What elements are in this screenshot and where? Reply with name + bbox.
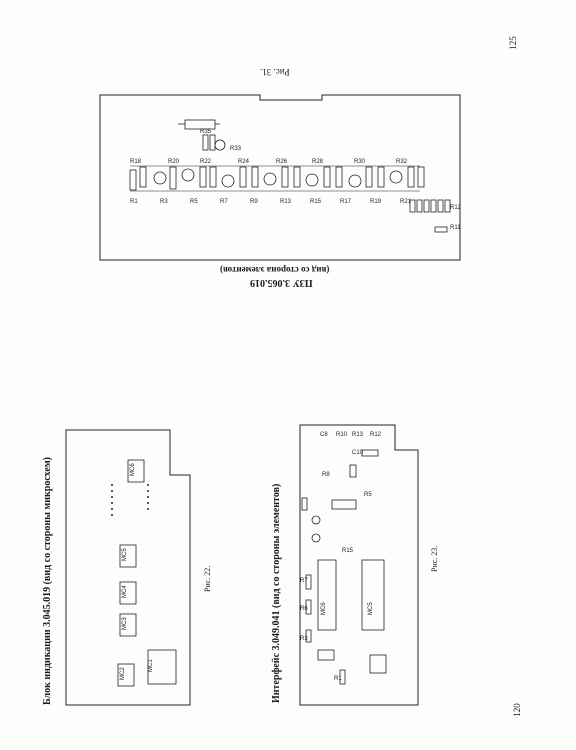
svg-text:R3: R3 xyxy=(160,199,168,205)
svg-text:МС3: МС3 xyxy=(122,617,128,630)
svg-text:R35: R35 xyxy=(200,129,212,135)
svg-text:МС6: МС6 xyxy=(321,602,327,615)
svg-text:МС5: МС5 xyxy=(122,548,128,561)
svg-text:МС4: МС4 xyxy=(122,585,128,598)
svg-text:R28: R28 xyxy=(312,159,324,165)
svg-text:R24: R24 xyxy=(238,159,250,165)
svg-text:R10: R10 xyxy=(336,432,348,438)
svg-text:R15: R15 xyxy=(310,199,322,205)
svg-text:R13: R13 xyxy=(352,432,364,438)
svg-text:R26: R26 xyxy=(276,159,288,165)
svg-text:R7: R7 xyxy=(300,578,308,584)
svg-text:R8: R8 xyxy=(322,472,330,478)
svg-text:R5: R5 xyxy=(364,492,372,498)
svg-text:R9: R9 xyxy=(250,199,258,205)
figure-rom-board: Рис. 31. xyxy=(60,55,500,305)
svg-text:МС5: МС5 xyxy=(368,602,374,615)
svg-text:R12: R12 xyxy=(370,432,382,438)
svg-text:МС2: МС2 xyxy=(120,667,126,680)
svg-text:R3: R3 xyxy=(300,636,308,642)
svg-text:R11: R11 xyxy=(450,225,461,231)
svg-text:МС6: МС6 xyxy=(130,463,136,476)
svg-text:R1: R1 xyxy=(334,676,342,682)
svg-text:R20: R20 xyxy=(168,159,180,165)
svg-text:R30: R30 xyxy=(354,159,366,165)
svg-text:МС1: МС1 xyxy=(148,659,154,672)
svg-text:R32: R32 xyxy=(396,159,408,165)
svg-text:R22: R22 xyxy=(200,159,212,165)
svg-text:C8: C8 xyxy=(320,432,328,438)
svg-text:R18: R18 xyxy=(130,159,142,165)
svg-text:R12: R12 xyxy=(450,205,462,211)
svg-text:R5: R5 xyxy=(190,199,198,205)
svg-text:R19: R19 xyxy=(370,199,382,205)
svg-text:R21: R21 xyxy=(400,199,412,205)
svg-text:R33: R33 xyxy=(230,146,242,152)
svg-text:C10: C10 xyxy=(352,450,364,456)
svg-text:R15: R15 xyxy=(342,548,354,554)
svg-text:R13: R13 xyxy=(280,199,292,205)
svg-text:R7: R7 xyxy=(220,199,228,205)
svg-text:R6: R6 xyxy=(300,606,308,612)
svg-text:R1: R1 xyxy=(130,199,138,205)
svg-text:R17: R17 xyxy=(340,199,352,205)
